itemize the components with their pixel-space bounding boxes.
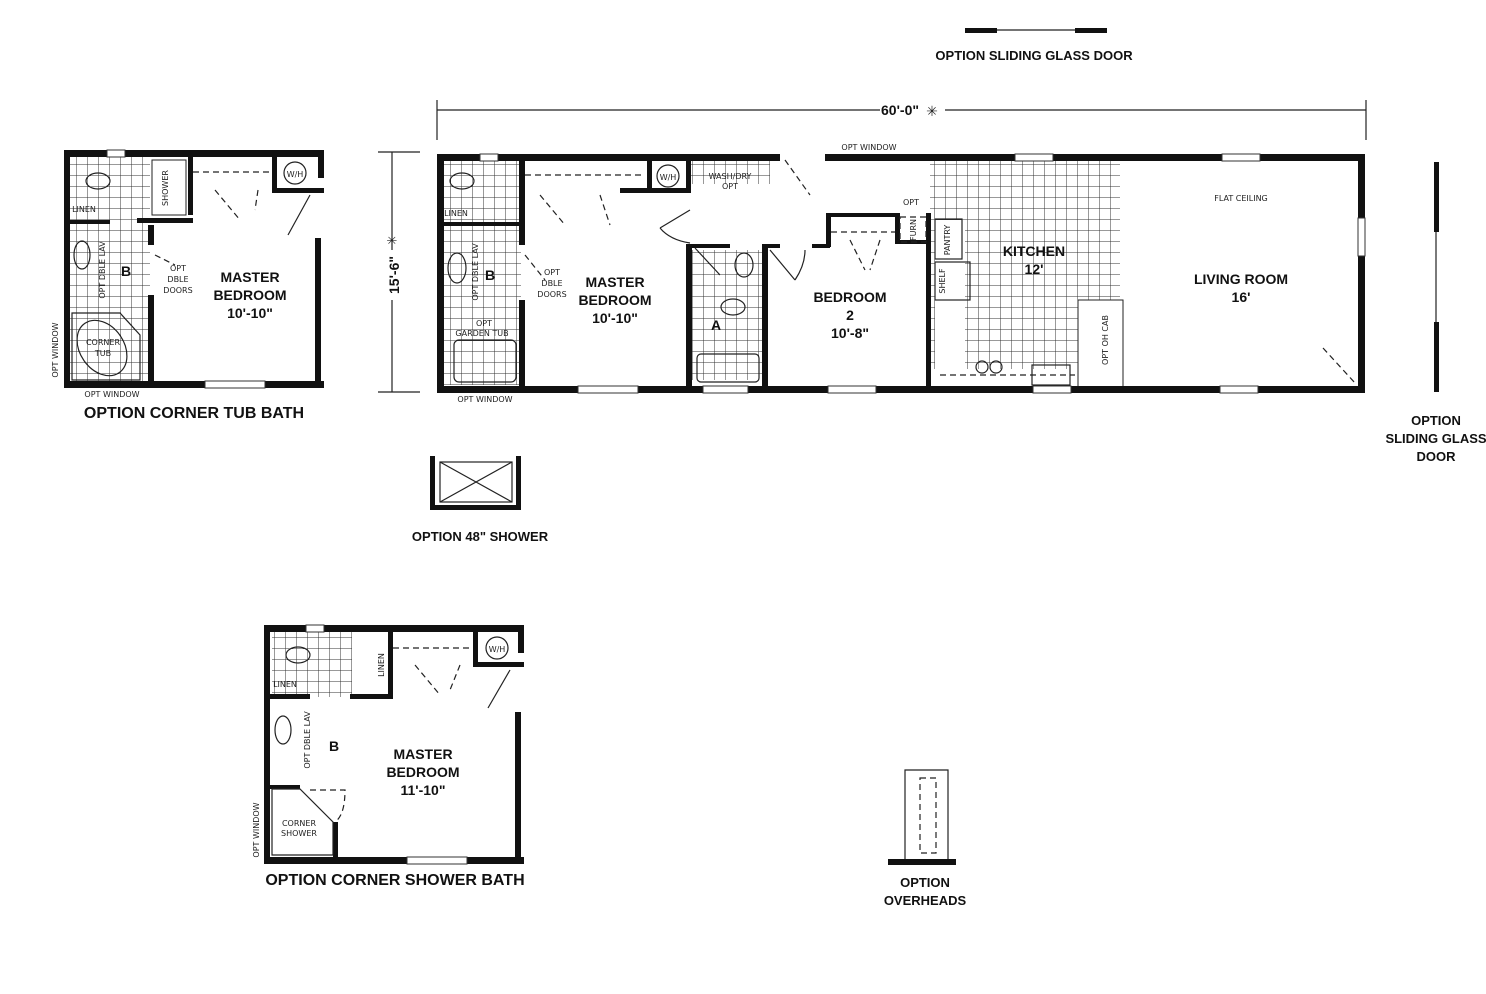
svg-text:✳: ✳ [387,234,398,249]
opt-window-side-label: OPT WINDOW [51,322,60,377]
option-sliding-glass-door-top: OPTION SLIDING GLASS DOOR [935,28,1133,63]
corner-shower-bath-title: OPTION CORNER SHOWER BATH [265,872,524,889]
opt-dble-doors-label-3: DOORS [163,286,192,295]
bath-a-label: A [711,317,721,333]
flat-ceiling-label: FLAT CEILING [1214,194,1268,203]
corner-tub-bath-title: OPTION CORNER TUB BATH [84,405,304,422]
linen-label: LINEN [444,209,468,218]
option-sliding-glass-door-right: OPTION SLIDING GLASS DOOR [1385,413,1486,464]
bath-b-label: B [329,738,339,754]
wash-dry-label: WASH/DRY [709,172,752,181]
linen-label: LINEN [72,205,96,214]
opt-label: OPT [903,198,919,207]
length-dimension-label: 60'-0" [881,102,919,118]
master-bedroom-label-2: BEDROOM [386,764,459,780]
wh-label: W/H [287,170,304,179]
corner-tub-label: CORNER [86,338,120,347]
master-bedroom-size: 10'-10" [227,305,273,321]
width-dimension-label: 15'-6" [386,256,402,294]
corner-shower-label-2: SHOWER [281,829,317,838]
corner-tub-label-2: TUB [94,349,111,358]
right-option-label-2: SLIDING GLASS [1385,431,1486,446]
bedroom-2-number: 2 [846,307,854,323]
opt-window-bottom-label: OPT WINDOW [457,395,512,404]
bedroom-2-label: BEDROOM [813,289,886,305]
living-room-label: LIVING ROOM [1194,271,1288,287]
svg-text:✳: ✳ [926,104,938,120]
water-heater-label: W/H [660,173,677,182]
main-floor-plan: OPT WINDOW OPT WINDOW WASH/DRY OPT W/H L… [437,143,1439,404]
linen-label-2: LINEN [377,653,386,677]
option-sliding-glass-door-label: OPTION SLIDING GLASS DOOR [935,48,1133,63]
bath-b-label: B [121,263,131,279]
option-overheads: OPTION OVERHEADS [884,769,967,908]
kitchen-label: KITCHEN [1003,243,1065,259]
dimension-width: 15'-6" ✳ [378,151,420,393]
wash-dry-opt-label: OPT [722,182,738,191]
bath-b-label: B [485,267,495,283]
linen-label: LINEN [273,680,297,689]
option-48-shower: OPTION 48" SHOWER [412,456,549,544]
option-overheads-label: OPTION [900,875,950,890]
opt-dble-doors-label: OPT [170,264,186,273]
opt-window-top-label: OPT WINDOW [841,143,896,152]
opt-dble-doors-label-2: DBLE [541,279,562,288]
option-overheads-label-2: OVERHEADS [884,893,967,908]
garden-tub-label: GARDEN TUB [455,329,508,338]
dimension-length: 60'-0" ✳ [436,100,1367,140]
opt-window-side-label: OPT WINDOW [252,802,261,857]
option-48-shower-label: OPTION 48" SHOWER [412,529,549,544]
master-bedroom-size: 10'-10" [592,310,638,326]
opt-oh-cab-label: OPT OH CAB [1101,315,1110,365]
opt-dble-lav-label: OPT DBLE LAV [471,243,480,301]
pantry-label: PANTRY [943,225,952,256]
bedroom-2-size: 10'-8" [831,325,869,341]
corner-shower-label: CORNER [282,819,316,828]
opt-dble-lav-label: OPT DBLE LAV [303,711,312,769]
master-bedroom-label-2: BEDROOM [578,292,651,308]
shelf-label: SHELF [938,268,947,294]
opt-garden-tub-label: OPT [476,319,492,328]
wh-label: W/H [489,645,506,654]
opt-dble-doors-label-3: DOORS [537,290,566,299]
living-room-size: 16' [1232,289,1251,305]
right-option-label-3: DOOR [1417,449,1457,464]
master-bedroom-label: MASTER [220,269,279,285]
opt-dble-doors-label: OPT [544,268,560,277]
furnace-label: FURN [909,219,918,241]
master-bedroom-label: MASTER [393,746,452,762]
master-bedroom-label: MASTER [585,274,644,290]
opt-window-bottom-label: OPT WINDOW [84,390,139,399]
shower-label: SHOWER [161,170,170,206]
corner-tub-bath-plan: W/H SHOWER LINEN OPT DBLE LAV B OPT DBLE… [51,149,324,422]
master-bedroom-label-2: BEDROOM [213,287,286,303]
opt-dble-lav-label: OPT DBLE LAV [98,241,107,299]
opt-dble-doors-label-2: DBLE [167,275,188,284]
right-option-label: OPTION [1411,413,1461,428]
master-bedroom-size: 11'-10" [400,782,445,798]
kitchen-size: 12' [1025,261,1044,277]
corner-shower-bath-plan: W/H LINEN LINEN OPT DBLE LAV B CORNER SH… [252,624,525,889]
